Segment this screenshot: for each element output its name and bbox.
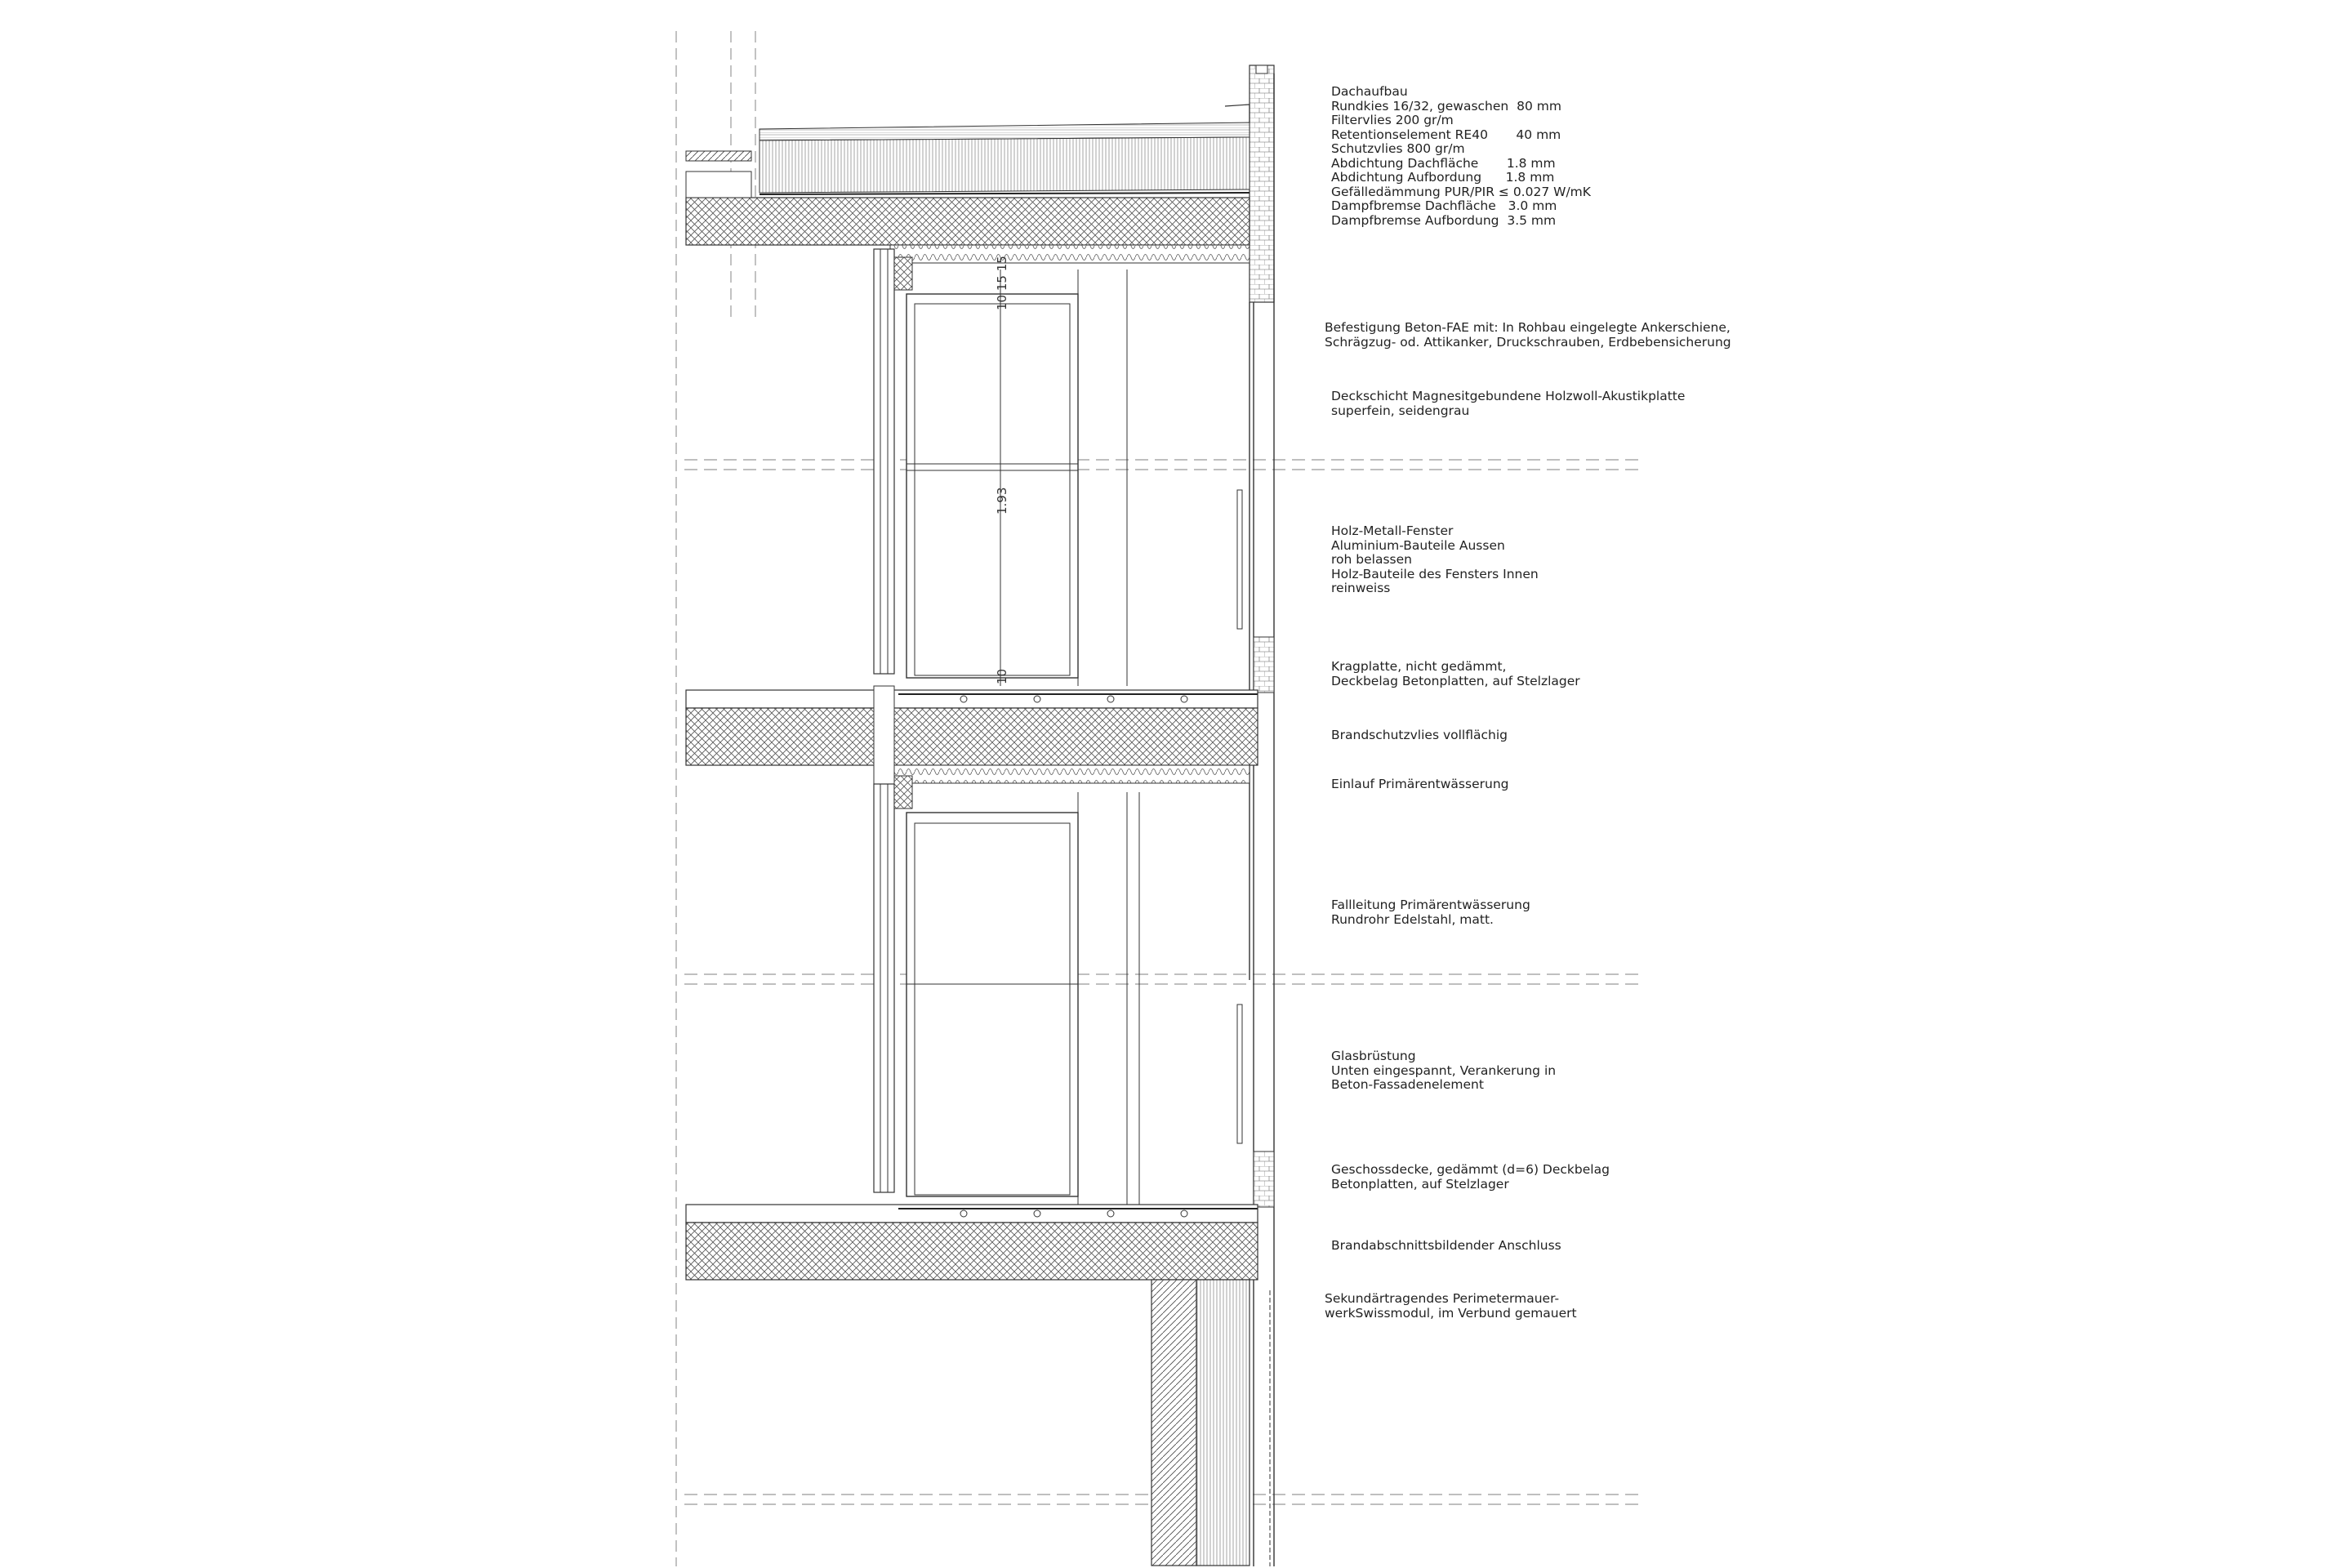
annotation-line: superfein, seidengrau <box>1331 403 1470 418</box>
annotation-befestigung: Befestigung Beton-FAE mit: In Rohbau ein… <box>1325 320 1782 350</box>
annotation-line: Unten eingespannt, Verankerung in <box>1331 1062 1557 1078</box>
annotation-line: Holz-Bauteile des Fensters Innen <box>1331 566 1539 581</box>
roof-assembly <box>685 65 1275 303</box>
cantilever-slab <box>685 685 1258 785</box>
annotation-line: werkSwissmodul, im Verbund gemauert <box>1325 1305 1577 1321</box>
annotation-line: Rundkies 16/32, gewaschen 80 mm <box>1331 98 1561 114</box>
parapet <box>1249 65 1275 303</box>
annotation-line: Rundrohr Edelstahl, matt. <box>1331 911 1494 927</box>
annotation-line: Abdichtung Dachfläche 1.8 mm <box>1331 155 1556 171</box>
annotation-geschossdecke: Geschossdecke, gedämmt (d=6) Deckbelag B… <box>1331 1162 1788 1192</box>
annotation-einlauf: Einlauf Primärentwässerung <box>1331 777 1788 792</box>
annotation-line: Dampfbremse Aufbordung 3.5 mm <box>1331 212 1557 228</box>
annotation-glasbruestung: Glasbrüstung Unten eingespannt, Veranker… <box>1331 1049 1788 1093</box>
annotation-line: roh belassen <box>1331 552 1412 567</box>
annotation-line: Befestigung Beton-FAE mit: In Rohbau ein… <box>1325 320 1731 335</box>
annotation-line: Deckbelag Betonplatten, auf Stelzlager <box>1331 673 1580 688</box>
annotation-line: Dampfbremse Dachfläche 3.0 mm <box>1331 198 1557 213</box>
annotation-dachaufbau: Dachaufbau Rundkies 16/32, gewaschen 80 … <box>1331 84 1788 228</box>
floor-slab <box>685 1204 1258 1281</box>
facade-outer-wall <box>1249 74 1275 1566</box>
construction-lines <box>675 31 756 1566</box>
annotation-line: Einlauf Primärentwässerung <box>1331 777 1509 791</box>
annotation-line: Sekundärtragendes Perimetermauer- <box>1325 1291 1560 1306</box>
annotation-deckschicht: Deckschicht Magnesitgebundene Holzwoll-A… <box>1331 389 1788 418</box>
annotation-brandabschnitt: Brandabschnittsbildender Anschluss <box>1331 1238 1788 1254</box>
annotation-line: Abdichtung Aufbordung 1.8 mm <box>1331 170 1555 185</box>
annotation-line: Aluminium-Bauteile Aussen <box>1331 537 1505 553</box>
annotation-line: Brandschutzvlies vollflächig <box>1331 728 1508 742</box>
dimension-sill: 10 <box>995 669 1009 684</box>
annotation-line: Kragplatte, nicht gedämmt, <box>1331 659 1507 674</box>
annotation-brandschutzvlies: Brandschutzvlies vollflächig <box>1331 728 1788 743</box>
annotation-kragplatte: Kragplatte, nicht gedämmt, Deckbelag Bet… <box>1331 659 1788 688</box>
annotation-line: Betonplatten, auf Stelzlager <box>1331 1176 1509 1192</box>
annotation-line: Holz-Metall-Fenster <box>1331 523 1454 538</box>
annotation-line: Retentionselement RE40 40 mm <box>1331 127 1561 142</box>
annotation-fallleitung: Fallleitung Primärentwässerung Rundrohr … <box>1331 898 1788 927</box>
annotation-line: Beton-Fassadenelement <box>1331 1077 1484 1092</box>
annotation-line: Geschossdecke, gedämmt (d=6) Deckbelag <box>1331 1162 1610 1177</box>
annotation-line: Fallleitung Primärentwässerung <box>1331 898 1530 912</box>
annotation-line: Gefälledämmung PUR/PIR ≤ 0.027 W/mK <box>1331 184 1591 199</box>
dimension-window-height: 1.93 <box>995 488 1009 514</box>
annotation-line: Schutzvlies 800 gr/m <box>1331 141 1465 156</box>
annotation-line: Deckschicht Magnesitgebundene Holzwoll-A… <box>1331 389 1686 403</box>
annotation-line: Schrägzug- od. Attikanker, Druckschraube… <box>1325 334 1731 350</box>
annotation-perimetermauerwerk: Sekundärtragendes Perimetermauer- werkSw… <box>1325 1291 1782 1321</box>
annotation-line: Filtervlies 200 gr/m <box>1331 113 1454 127</box>
dimension-top-stack: 10 15 15 <box>995 256 1009 310</box>
perimeter-masonry <box>1151 1279 1271 1566</box>
window-lower <box>873 775 1140 1205</box>
annotation-line: Brandabschnittsbildender Anschluss <box>1331 1238 1561 1253</box>
annotation-fenster: Holz-Metall-Fenster Aluminium-Bauteile A… <box>1331 523 1788 596</box>
window-upper <box>873 248 1128 686</box>
annotation-line: Glasbrüstung <box>1331 1049 1416 1063</box>
annotation-line: reinweiss <box>1331 581 1391 595</box>
annotation-line: Dachaufbau <box>1331 84 1408 99</box>
